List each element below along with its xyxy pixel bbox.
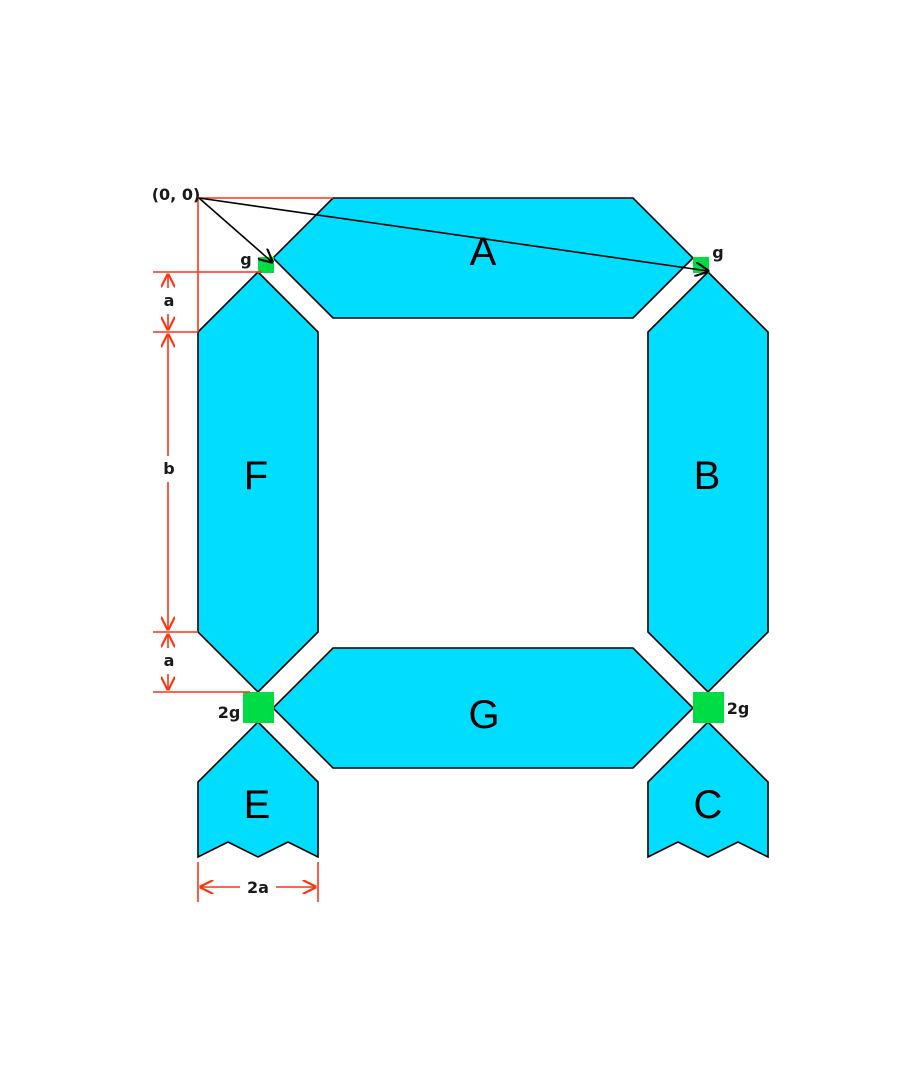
gap-label-top-left: g: [240, 250, 251, 269]
gap-label-bottom-left: 2g: [218, 703, 241, 722]
segment-b-label: B: [694, 454, 721, 498]
origin-label: (0, 0): [152, 185, 201, 204]
segment-e: [197, 720, 319, 859]
segment-a-label: A: [470, 230, 497, 274]
gap-label-bottom-right: 2g: [727, 699, 750, 718]
vector-to-top-left-gap: [198, 197, 272, 262]
dimension-label-a-bottom: a: [164, 651, 175, 670]
dimension-label-2a: 2a: [247, 878, 269, 897]
segment-f-label: F: [244, 454, 268, 498]
segment-g-label: G: [468, 693, 499, 737]
dimension-label-a-top: a: [164, 291, 175, 310]
gap-square-bottom-left: [243, 692, 274, 723]
segment-e-label: E: [244, 783, 271, 827]
dimension-lines: [153, 197, 333, 902]
segment-c: [647, 720, 769, 859]
vector-to-top-right-gap: [198, 197, 708, 271]
segment-c-label: C: [694, 783, 723, 827]
gap-square-top-left: [258, 257, 274, 273]
dimension-label-b: b: [163, 459, 174, 478]
gap-label-top-right: g: [712, 243, 723, 262]
gap-square-bottom-right: [693, 692, 724, 723]
